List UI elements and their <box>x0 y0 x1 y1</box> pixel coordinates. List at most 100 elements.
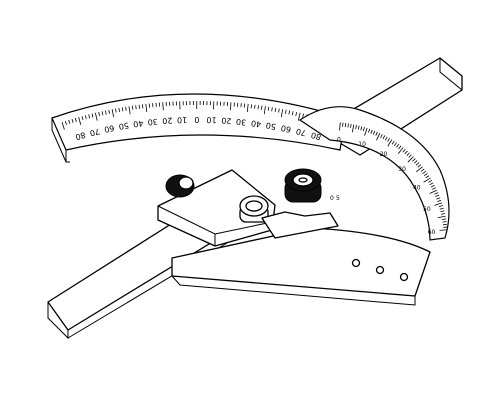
center-knob[interactable] <box>239 195 269 223</box>
main-scale-label: 70 <box>89 126 101 137</box>
main-tick <box>295 111 298 117</box>
vernier-tick <box>423 173 428 177</box>
main-tick <box>291 111 294 116</box>
vernier-tick <box>425 175 430 179</box>
vernier-tick <box>355 124 357 130</box>
main-scale-label: 70 <box>295 126 307 137</box>
vernier-tick <box>431 187 436 190</box>
vernier-tick <box>440 213 446 215</box>
vernier-tick <box>428 180 433 183</box>
main-scale-label: 80 <box>74 130 86 141</box>
vernier-tick <box>406 152 410 156</box>
vernier-tick <box>384 136 388 141</box>
main-tick <box>131 105 134 110</box>
vernier-tick <box>434 192 439 195</box>
main-tick <box>108 109 110 114</box>
main-tick <box>81 116 84 121</box>
vernier-tick <box>429 182 434 186</box>
main-tick <box>125 106 127 111</box>
vernier-tick <box>367 128 371 133</box>
vernier-tick <box>339 122 341 131</box>
main-tick <box>271 107 273 112</box>
main-tick <box>94 112 98 121</box>
main-tick <box>71 118 74 123</box>
main-tick <box>128 106 131 115</box>
vernier-tick <box>442 218 447 220</box>
vernier-tick <box>436 197 441 200</box>
vernier-tick <box>422 170 427 174</box>
vernier-tick <box>357 125 360 130</box>
vernier-tick <box>429 189 438 194</box>
vernier-tick <box>380 134 383 139</box>
vernier-tick <box>387 137 390 142</box>
main-scale-label: 10 <box>206 115 216 124</box>
vernier-tick <box>375 131 378 136</box>
vernier-tick <box>360 126 363 131</box>
main-tick <box>101 111 104 116</box>
main-tick <box>61 121 65 130</box>
vernier-scale-label: 30 <box>398 166 406 173</box>
vernier-tick <box>350 123 352 128</box>
vernier-tick <box>407 156 414 163</box>
main-tick <box>105 110 107 115</box>
base-block <box>171 227 431 306</box>
vernier-tick <box>434 202 443 206</box>
main-tick <box>297 112 301 121</box>
main-tick <box>257 105 259 110</box>
main-tick <box>64 120 67 125</box>
main-tick <box>285 109 287 114</box>
main-scale-label: 40 <box>133 118 144 128</box>
vernier-stack-label-0: 0 <box>330 195 334 202</box>
vernier-scale-label: 10 <box>358 141 366 148</box>
vernier-tick <box>417 164 422 168</box>
main-scale-label: 60 <box>280 123 292 134</box>
main-tick <box>280 109 284 118</box>
main-tick <box>111 109 115 118</box>
base-hole-1 <box>351 258 361 268</box>
vernier-tick <box>391 140 395 145</box>
main-tick <box>263 106 266 115</box>
vernier-tick <box>402 148 406 153</box>
main-tick <box>68 119 71 124</box>
main-scale-label: 80 <box>310 130 322 141</box>
vernier-tick <box>408 154 412 158</box>
base-hole-3 <box>399 272 409 282</box>
vernier-tick <box>362 127 365 132</box>
main-tick <box>274 107 277 112</box>
vernier-stack-label-1: 5 <box>336 195 340 202</box>
vernier-tick <box>370 129 373 134</box>
main-scale-label: 60 <box>103 123 115 134</box>
main-tick <box>78 116 82 125</box>
vernier-scale-label: 0 <box>337 136 341 143</box>
vernier-tick <box>344 123 347 128</box>
vernier-tick <box>442 221 447 223</box>
vernier-tick <box>440 210 445 213</box>
left-knob[interactable] <box>165 174 195 198</box>
main-scale-label: 30 <box>236 117 247 127</box>
main-scale-label: 40 <box>250 118 261 128</box>
vernier-scale-ticks <box>339 122 448 231</box>
vernier-tick <box>397 147 404 154</box>
main-tick <box>115 108 117 113</box>
vernier-tick <box>404 150 408 155</box>
main-tick <box>135 105 137 110</box>
main-tick <box>261 105 263 110</box>
vernier-tick <box>387 139 393 147</box>
main-tick <box>138 104 140 109</box>
main-tick <box>229 102 232 111</box>
vernier-tick <box>423 177 431 183</box>
vernier-scale-label: 60 <box>428 229 436 236</box>
vernier-tick <box>439 229 448 231</box>
upper-knob[interactable] <box>284 168 322 203</box>
main-tick <box>118 107 120 112</box>
vernier-scale-label: 40 <box>413 184 421 191</box>
vernier-tick <box>435 194 440 198</box>
main-tick <box>84 115 87 120</box>
vernier-tick <box>412 158 416 162</box>
vernier-tick <box>415 162 420 166</box>
vernier-tick <box>439 207 444 210</box>
